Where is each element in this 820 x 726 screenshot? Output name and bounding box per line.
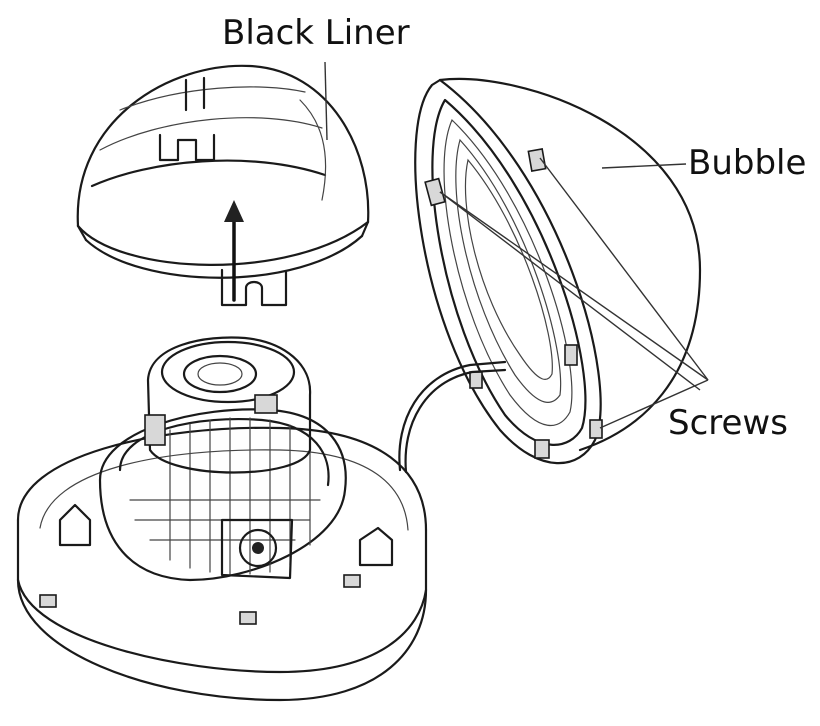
bubble-leader-line: [601, 163, 687, 169]
safety-cable: [398, 360, 507, 472]
camera-base-part: [16, 336, 428, 702]
black-liner-part: [76, 64, 370, 307]
screws-label: Screws: [668, 403, 788, 443]
black-liner-label: Black Liner: [222, 13, 410, 53]
screws-leader-lines: [439, 157, 709, 429]
lift-arrow: [224, 200, 244, 302]
bubble-label: Bubble: [688, 143, 807, 183]
black-liner-leader-line: [324, 61, 328, 141]
bubble-part: [414, 77, 702, 465]
